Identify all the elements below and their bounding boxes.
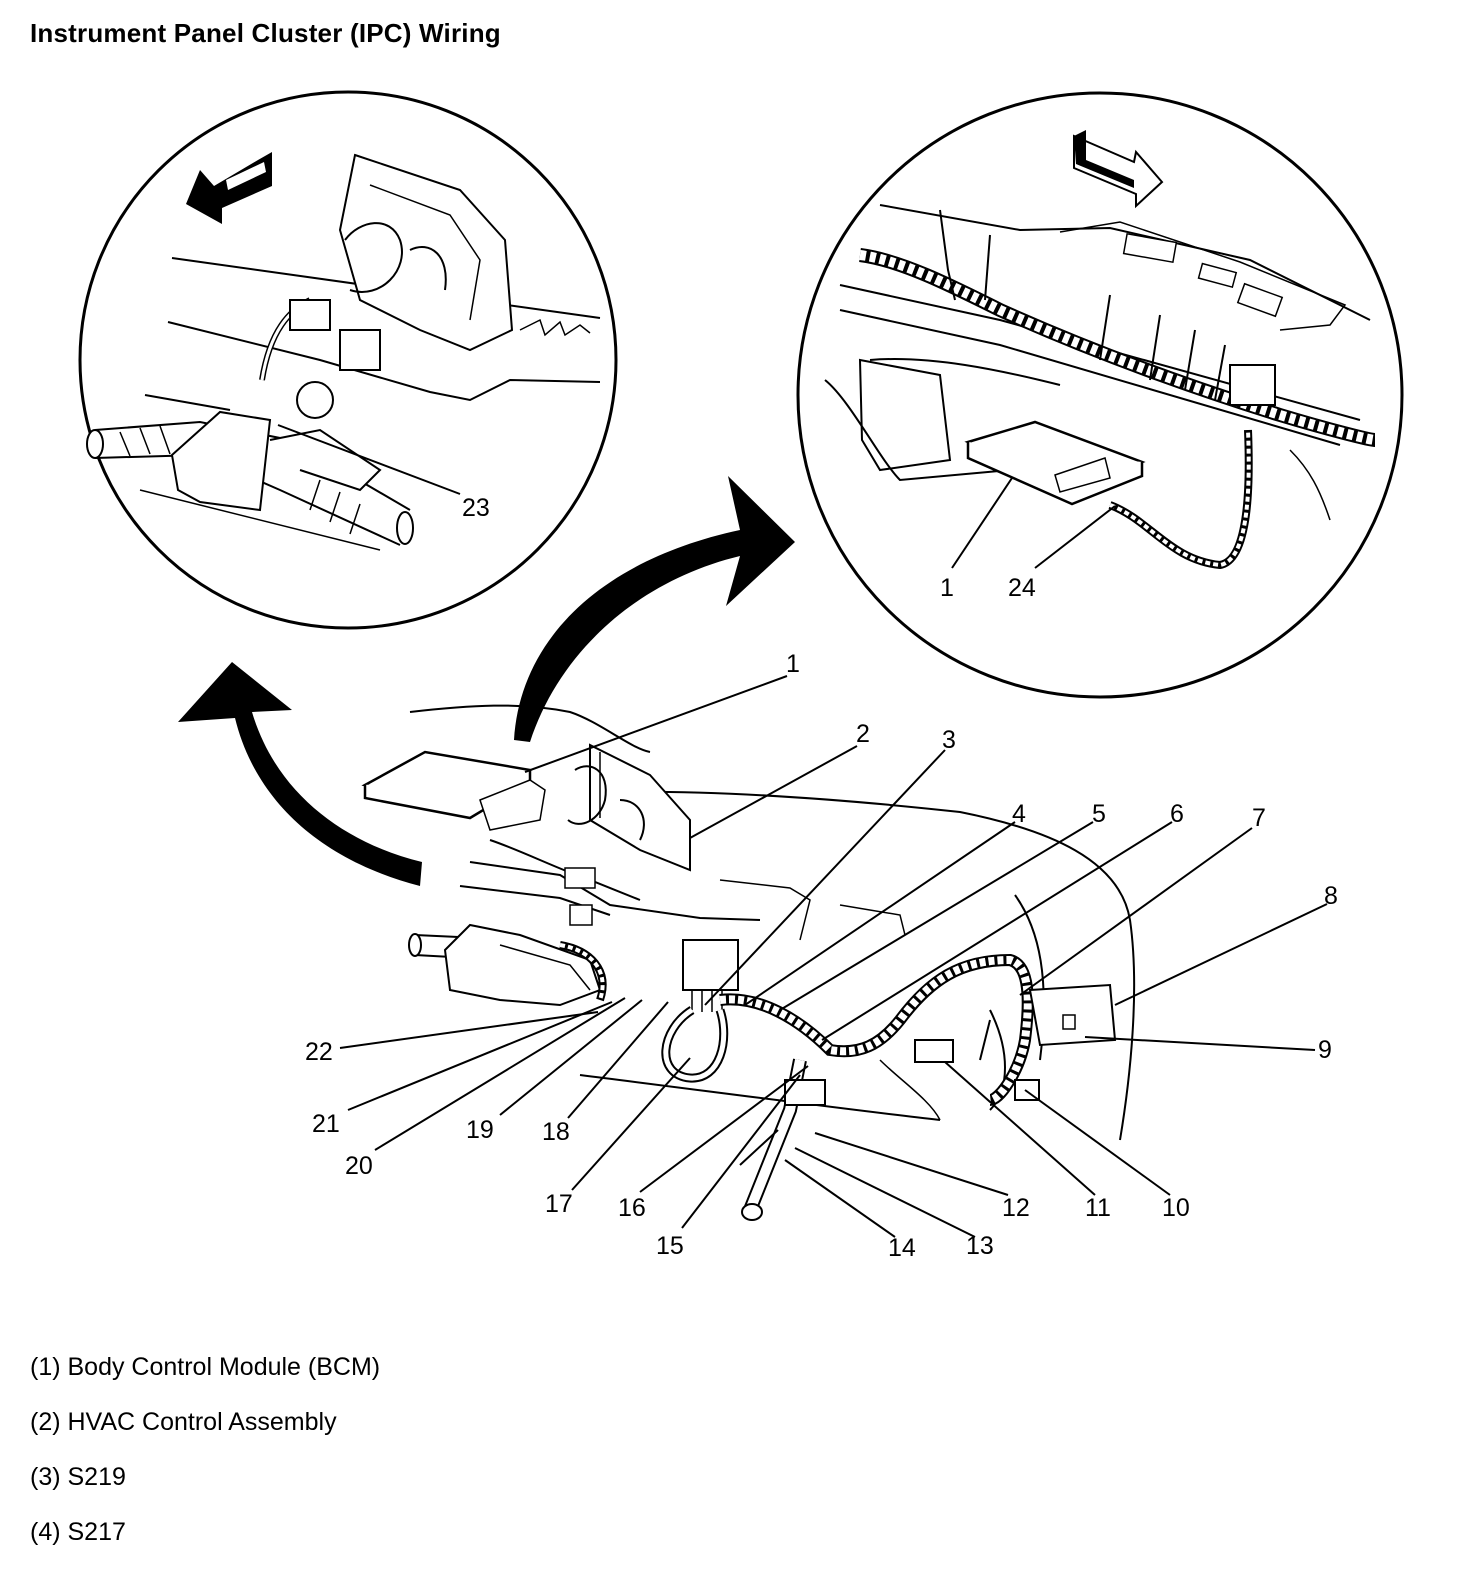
double-arrow-icon	[1073, 130, 1164, 209]
callout-15: 15	[656, 1232, 684, 1260]
page-title: Instrument Panel Cluster (IPC) Wiring	[30, 18, 501, 48]
callout-18: 18	[542, 1118, 570, 1146]
callout-labels: 1 2 3 4 5 6 7 8 9 10 11 12 13 14 15 16 1…	[305, 650, 1338, 1262]
callout-19: 19	[466, 1116, 494, 1144]
callout-8: 8	[1324, 882, 1338, 910]
legend-item: (4) S217	[30, 1518, 126, 1546]
legend-item: (3) S219	[30, 1463, 126, 1491]
callout-20: 20	[345, 1152, 373, 1180]
callout-1: 1	[786, 650, 800, 678]
callout-17: 17	[545, 1190, 573, 1218]
leader-lines	[339, 675, 1328, 1238]
callout-9: 9	[1318, 1036, 1332, 1064]
main-dash-assembly	[361, 704, 1136, 1221]
callout-24: 24	[1008, 574, 1036, 602]
callout-3: 3	[942, 726, 956, 754]
callout-14: 14	[888, 1234, 916, 1262]
curved-arrow-right-icon	[514, 476, 795, 742]
wiring-diagram: 23	[78, 90, 1404, 1262]
callout-23: 23	[462, 494, 490, 522]
callout-16: 16	[618, 1194, 646, 1222]
legend-item: (1) Body Control Module (BCM)	[30, 1353, 381, 1381]
bcm-module	[361, 750, 546, 831]
bcm-detail	[964, 420, 1146, 506]
right-detail-view: 1 24	[796, 91, 1404, 699]
left-detail-view: 23	[78, 90, 618, 630]
hvac-control	[567, 743, 691, 872]
callout-22: 22	[305, 1038, 333, 1066]
legend-list: (1) Body Control Module (BCM) (2) HVAC C…	[30, 1352, 380, 1572]
callout-21: 21	[312, 1110, 340, 1138]
curved-arrow-left-icon	[178, 662, 422, 886]
callout-11: 11	[1085, 1194, 1111, 1222]
callout-7: 7	[1252, 804, 1266, 832]
callout-2: 2	[856, 720, 870, 748]
callout-12: 12	[1002, 1194, 1030, 1222]
callout-6: 6	[1170, 800, 1184, 828]
callout-13: 13	[966, 1232, 994, 1260]
direction-arrow-left-icon	[186, 152, 272, 224]
callout-10: 10	[1162, 1194, 1190, 1222]
callout-1-detail: 1	[940, 574, 954, 602]
callout-5: 5	[1092, 800, 1106, 828]
callout-4: 4	[1012, 800, 1026, 828]
legend-item: (2) HVAC Control Assembly	[30, 1408, 337, 1436]
